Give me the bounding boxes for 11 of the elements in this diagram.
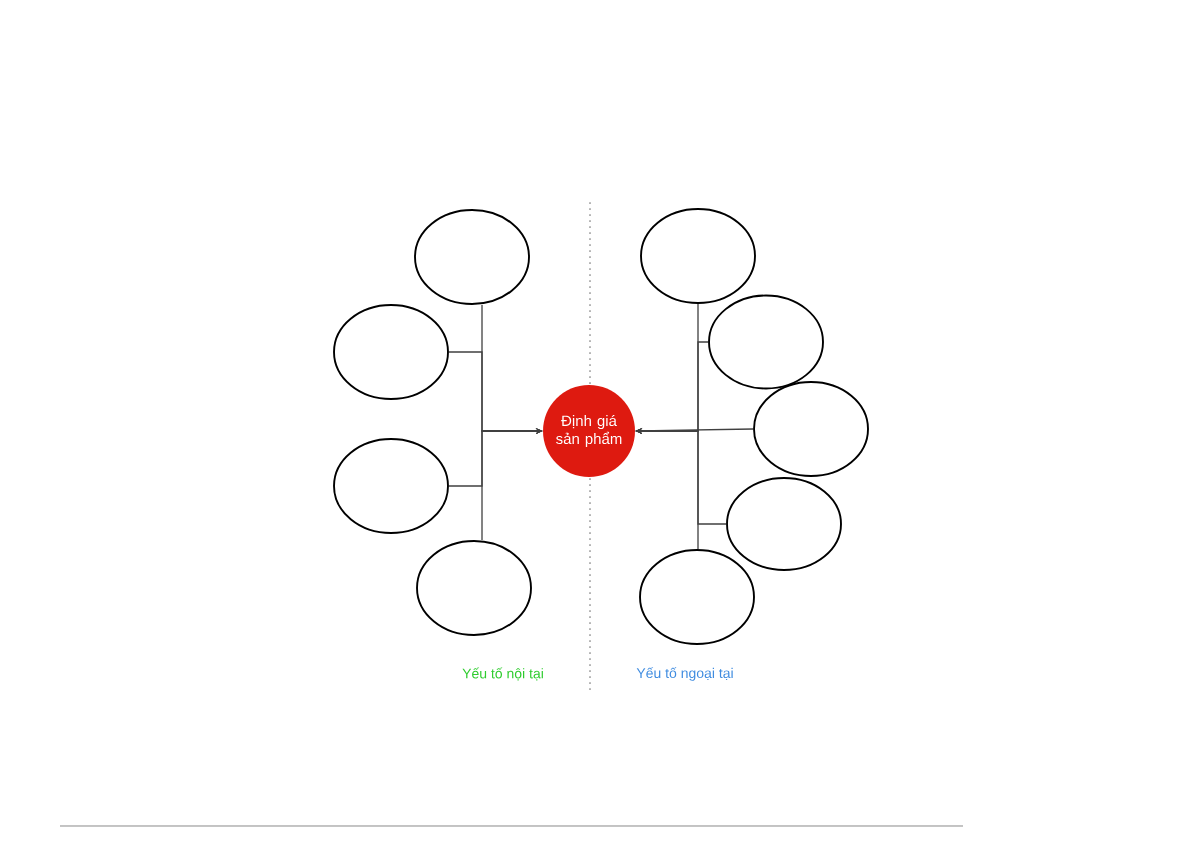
empty-ellipse [640,208,756,304]
empty-ellipse [726,477,842,571]
empty-ellipse [753,381,869,477]
empty-ellipse [639,549,755,645]
empty-ellipse [708,294,824,390]
empty-ellipse [414,209,530,305]
group-label: Yếu tố ngoại tại [636,667,733,681]
empty-ellipse [416,540,532,636]
empty-ellipse [333,304,449,400]
group-label: Yếu tố nội tại [462,667,543,681]
empty-ellipse [333,438,449,534]
